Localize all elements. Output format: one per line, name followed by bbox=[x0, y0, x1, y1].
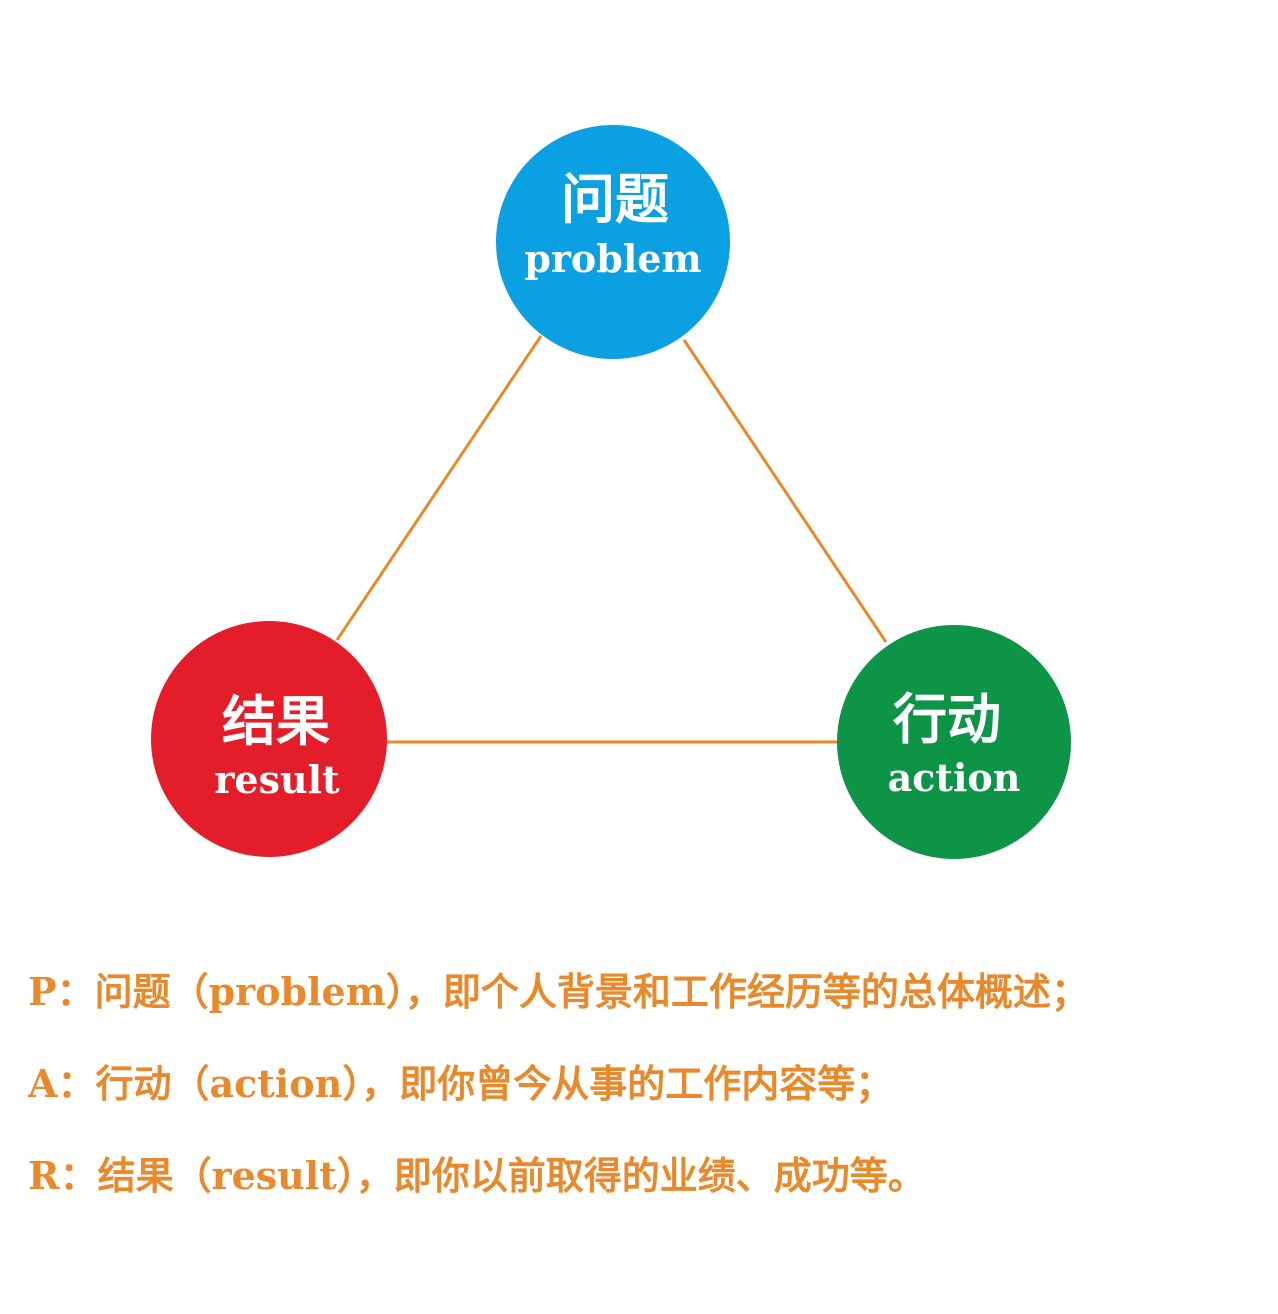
description-problem: P：问题（problem），即个人背景和工作经历等的总体概述； bbox=[28, 969, 1089, 1014]
line-problem-result bbox=[335, 335, 543, 641]
description-action: A：行动（action），即你曾今从事的工作内容等； bbox=[28, 1061, 894, 1106]
action-label-en: action bbox=[888, 755, 1021, 800]
problem-circle bbox=[496, 125, 730, 359]
action-circle bbox=[837, 625, 1071, 859]
problem-label-en: problem bbox=[524, 236, 701, 281]
line-problem-action bbox=[682, 339, 888, 643]
problem-label-cn: 问题 bbox=[561, 167, 669, 231]
result-label-cn: 结果 bbox=[222, 689, 330, 753]
description-result: R：结果（result），即你以前取得的业绩、成功等。 bbox=[28, 1153, 926, 1198]
result-label-en: result bbox=[214, 757, 340, 802]
node-problem: 问题 problem bbox=[496, 125, 730, 359]
node-result: 结果 result bbox=[151, 621, 387, 857]
action-label-cn: 行动 bbox=[893, 687, 1001, 751]
connector-lines bbox=[335, 335, 888, 744]
result-circle bbox=[151, 621, 387, 857]
node-action: 行动 action bbox=[837, 625, 1071, 859]
par-triangle-diagram: 问题 problem 结果 result 行动 action bbox=[151, 125, 1071, 859]
